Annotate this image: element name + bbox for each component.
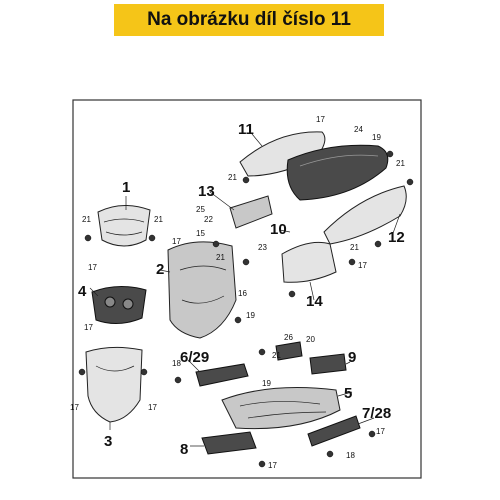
- callout-17-b: 17: [358, 261, 367, 270]
- part-7-28-side-rail: [307, 415, 361, 447]
- callout-10: 10: [270, 221, 287, 238]
- part-1-front-shield: [97, 205, 151, 247]
- part-4-bracket: [91, 286, 147, 324]
- callout-8: 8: [180, 441, 188, 458]
- part-5-floor-panel: [221, 387, 341, 430]
- callout-17-low2: 17: [148, 403, 157, 412]
- callout-26: 26: [284, 333, 293, 342]
- callout-12: 12: [388, 229, 405, 246]
- callout-13: 13: [198, 183, 215, 200]
- callout-19-b: 19: [372, 133, 381, 142]
- callout-17-mid: 17: [84, 323, 93, 332]
- callout-2: 2: [156, 261, 164, 278]
- part-14-side-cover: [281, 241, 337, 283]
- title-banner: Na obrázku díl číslo 11: [114, 4, 384, 36]
- callout-7-28: 7/28: [362, 405, 391, 422]
- callout-17-low: 17: [70, 403, 79, 412]
- callout-25: 25: [196, 205, 205, 214]
- part-8-under-cover: [201, 431, 257, 455]
- callout-21-f: 21: [216, 253, 225, 262]
- part-26-piece: [275, 341, 303, 361]
- callout-16: 16: [238, 289, 247, 298]
- callout-21-g: 21: [272, 351, 281, 360]
- part-13-small-cover: [229, 195, 273, 229]
- part-9-step-plate: [309, 353, 347, 375]
- fastener-bolts: [78, 150, 414, 468]
- callout-23: 23: [258, 243, 267, 252]
- callout-18-b: 18: [346, 451, 355, 460]
- diagram-frame: [72, 99, 422, 479]
- part-2-leg-shield: [167, 241, 237, 339]
- callout-19-c: 19: [262, 379, 271, 388]
- callout-21-b: 21: [154, 215, 163, 224]
- callout-17-a: 17: [172, 237, 181, 246]
- callout-20: 20: [306, 335, 315, 344]
- callout-18-a: 18: [172, 359, 181, 368]
- callout-17-c: 17: [376, 427, 385, 436]
- callout-17-d: 17: [268, 461, 277, 470]
- part-6-29-step-rail: [195, 363, 249, 387]
- callout-24: 24: [354, 125, 363, 134]
- callout-15: 15: [196, 229, 205, 238]
- callout-21-c: 21: [228, 173, 237, 182]
- callout-6-29: 6/29: [180, 349, 209, 366]
- callout-22: 22: [204, 215, 213, 224]
- callout-21-a: 21: [82, 215, 91, 224]
- part-3-lower-front-cover: [85, 346, 143, 423]
- callout-21-d: 21: [396, 159, 405, 168]
- callout-4: 4: [78, 283, 87, 300]
- callout-19-a: 19: [246, 311, 255, 320]
- part-11-seat-cover: [239, 131, 326, 177]
- callout-21-e: 21: [350, 243, 359, 252]
- part-12-side-panel: [323, 185, 407, 245]
- callout-11: 11: [238, 121, 254, 138]
- callout-3: 3: [104, 433, 112, 450]
- callout-9: 9: [348, 349, 356, 366]
- callout-14: 14: [306, 293, 323, 310]
- part-10-luggage-box: [286, 144, 389, 201]
- callout-5: 5: [344, 385, 352, 402]
- callout-1: 1: [122, 179, 130, 196]
- title-text: Na obrázku díl číslo 11: [147, 9, 351, 30]
- callout-17-left: 17: [88, 263, 97, 272]
- callout-17-top: 17: [316, 115, 325, 124]
